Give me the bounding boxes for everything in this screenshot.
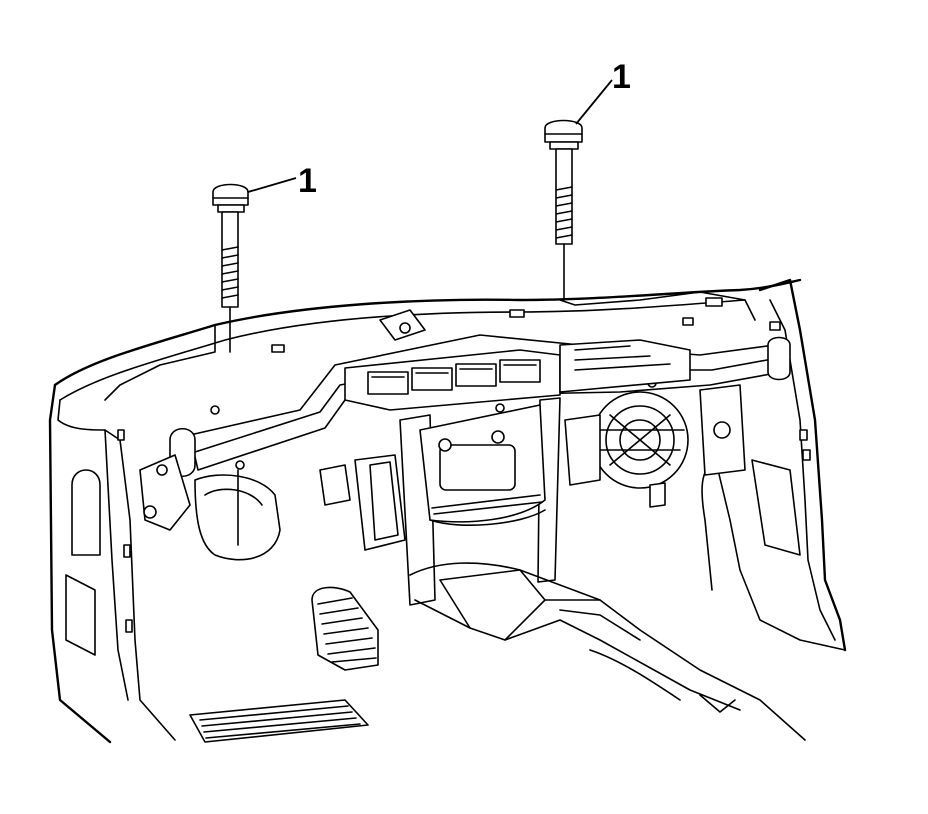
bolt-left (212, 183, 249, 353)
bolt-right (544, 119, 583, 301)
callout-label-right: 1 (612, 58, 631, 96)
callout-left: 1 (247, 162, 317, 200)
hvac-module (344, 309, 691, 411)
floor-grille (311, 586, 379, 671)
steering-column-support (139, 454, 351, 561)
floor-mat (189, 699, 369, 743)
blower-motor (564, 384, 746, 508)
center-support (354, 397, 561, 606)
cowl-panel (53, 278, 802, 401)
callout-right: 1 (575, 58, 631, 125)
callout-label-left: 1 (298, 162, 317, 200)
left-pillar (48, 383, 176, 744)
floor-tunnel (409, 562, 806, 741)
